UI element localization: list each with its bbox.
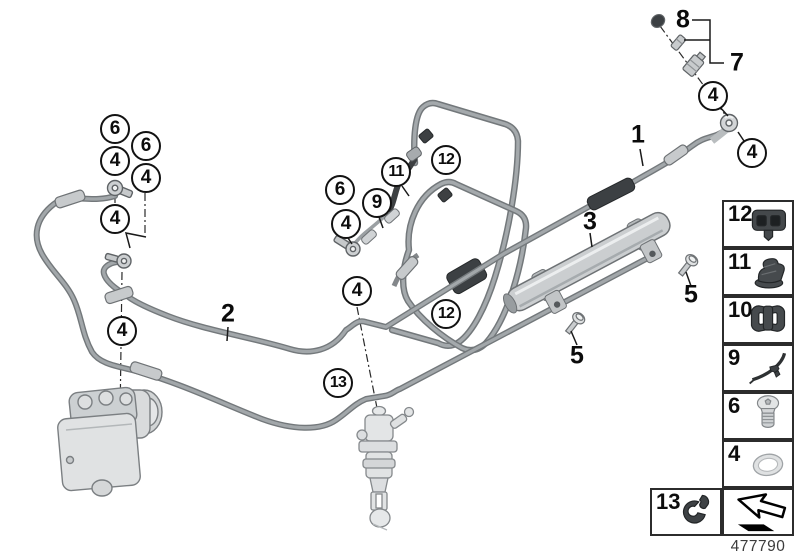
legend-part-number: 6 <box>728 393 741 418</box>
legend-item-9[interactable]: 9 <box>722 344 794 392</box>
callout-6[interactable]: 6 <box>100 114 130 144</box>
callout-13[interactable]: 13 <box>323 368 353 398</box>
callout-4[interactable]: 4 <box>100 146 130 176</box>
protective-sleeve <box>586 177 636 211</box>
callout-4[interactable]: 4 <box>698 81 728 111</box>
legend-item-4[interactable]: 4 <box>722 440 794 488</box>
callout-4[interactable]: 4 <box>100 204 130 234</box>
legend-part-number: 10 <box>728 297 753 322</box>
thin-hose-fittings <box>361 208 400 245</box>
rail-screw <box>677 254 699 277</box>
legend-nav-arrow-box[interactable] <box>722 488 794 536</box>
callout-6[interactable]: 6 <box>325 175 355 205</box>
callout-6[interactable]: 6 <box>131 131 161 161</box>
rail-screw <box>564 312 586 335</box>
callout-12[interactable]: 12 <box>431 299 461 329</box>
part-label-5: 5 <box>570 341 584 370</box>
brake-pipe-loops <box>388 99 530 354</box>
part-label-5: 5 <box>684 280 698 309</box>
part-label-1: 1 <box>631 120 645 149</box>
banjo-fitting <box>104 113 739 269</box>
legend-part-number: 13 <box>656 489 681 514</box>
part-label-7: 7 <box>730 48 744 77</box>
hose-crimp-sleeves <box>54 144 689 381</box>
drawing-number: 477790 <box>730 538 786 555</box>
legend-part-number: 12 <box>728 201 753 226</box>
union-coupling <box>406 146 422 162</box>
part-label-8: 8 <box>676 5 690 34</box>
torx-screw-icon <box>756 395 780 428</box>
rubber-grommet-icon <box>682 494 710 524</box>
legend-part-number: 9 <box>728 345 741 370</box>
legend-item-13[interactable]: 13 <box>650 488 722 536</box>
callout-9[interactable]: 9 <box>362 188 392 218</box>
protective-channel-rail <box>502 211 671 314</box>
legend-part-number: 11 <box>728 249 752 274</box>
cable-tie-icon <box>749 352 787 385</box>
callout-4[interactable]: 4 <box>342 276 372 306</box>
part-label-3: 3 <box>583 207 597 236</box>
callout-4[interactable]: 4 <box>331 209 361 239</box>
callout-12[interactable]: 12 <box>431 145 461 175</box>
legend-item-11[interactable]: 11 <box>722 248 794 296</box>
double-line-clip-icon <box>750 305 786 332</box>
page-back-arrow-icon <box>737 493 787 532</box>
callout-4[interactable]: 4 <box>737 138 767 168</box>
callout-4[interactable]: 4 <box>131 163 161 193</box>
legend-item-10[interactable]: 10 <box>722 296 794 344</box>
legend-item-6[interactable]: 6 <box>722 392 794 440</box>
legend-part-number: 4 <box>728 441 741 466</box>
cable-holder-clip-icon <box>751 209 787 242</box>
part-label-2: 2 <box>221 299 235 328</box>
leader-lines <box>124 19 747 346</box>
brake-line-2 <box>33 193 649 431</box>
pipe-clips <box>418 128 453 203</box>
bleed-valve-assembly <box>650 13 707 77</box>
callout-11[interactable]: 11 <box>381 157 411 187</box>
abs-pressure-modulator <box>57 386 163 497</box>
sealing-ring-icon <box>752 453 784 477</box>
callout-4[interactable]: 4 <box>107 316 137 346</box>
legend-item-12[interactable]: 12 <box>722 200 794 248</box>
line-clip-icon <box>754 258 785 289</box>
rear-master-cylinder <box>356 405 415 531</box>
